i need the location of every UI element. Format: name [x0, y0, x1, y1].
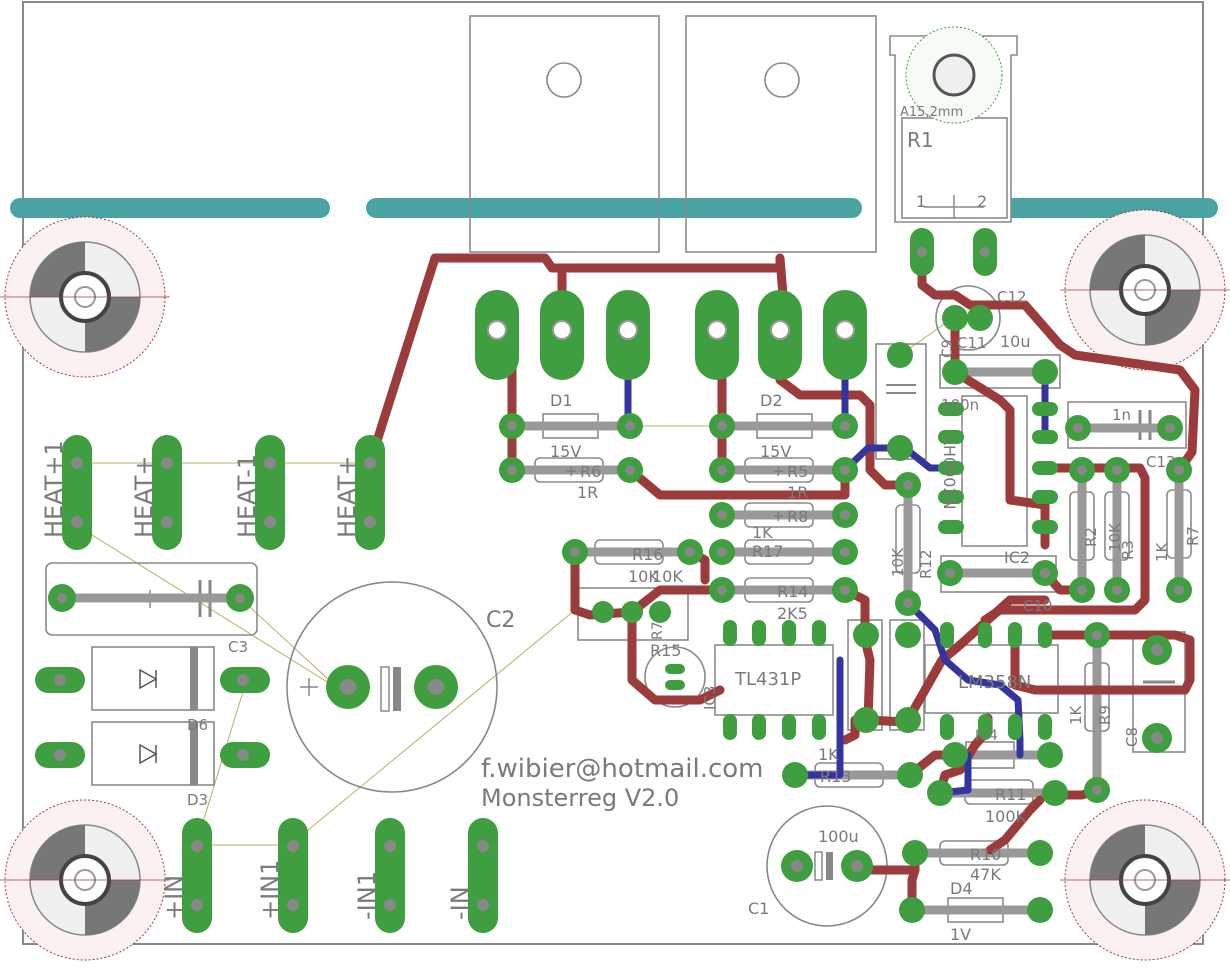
component-pads	[35, 228, 1192, 933]
r10-label: R10	[970, 845, 1001, 864]
r8-plus: +	[772, 507, 785, 525]
d4-value: 1V	[950, 925, 971, 944]
mounting-hole-bottom-left	[0, 799, 170, 961]
r1-pin1-label: 1	[916, 192, 926, 211]
c11-label: C11	[957, 334, 987, 352]
d1-label: D1	[550, 391, 573, 410]
r17-value: 10K	[652, 567, 683, 586]
mounting-hole-top-left	[0, 216, 170, 378]
heat-plus-label-1: HEAT+	[130, 455, 158, 538]
r7b-label: R7	[650, 621, 666, 640]
board-outline	[22, 1, 1204, 945]
mounting-hole-top-right	[1060, 209, 1230, 371]
r16-label: R16	[632, 545, 663, 564]
ic2-label: IC2	[1004, 548, 1030, 567]
c9-value: 100n	[941, 396, 979, 414]
ic3-part-label: TL431P	[734, 669, 801, 690]
component-leads	[57, 367, 1184, 915]
r5-plus: +	[772, 462, 785, 480]
mounting-hole-bottom-right	[1060, 799, 1230, 961]
r13-label: R13	[820, 767, 851, 786]
c8-label: C8	[1123, 727, 1141, 747]
c11-value: 10u	[1000, 332, 1031, 351]
r9-value: 1K	[1067, 704, 1085, 725]
power-transistor-left	[469, 15, 660, 253]
r12-label: R12	[917, 549, 935, 579]
d6-label: D6	[187, 716, 208, 734]
heat-plus-label-2: HEAT+	[333, 455, 361, 538]
in-minus-label: -IN	[446, 886, 474, 920]
in-plus1-label: +IN1	[256, 860, 284, 920]
r1-potentiometer	[889, 26, 1018, 223]
c1-value: 100u	[818, 827, 859, 846]
c10-label: C10	[1023, 597, 1053, 615]
r15-label: R15	[650, 641, 681, 660]
c3-label: C3	[228, 638, 248, 656]
d1-value: 15V	[550, 442, 581, 461]
r6-value: 1R	[577, 483, 598, 502]
ic3-ref-label: IC3	[701, 686, 719, 710]
r17-label: R17	[752, 542, 783, 561]
r16-value: 10K	[628, 567, 659, 586]
in-plus-label: +IN	[160, 875, 188, 920]
connector-labels: HEAT+1 HEAT+ HEAT-1 HEAT+ +IN +IN1 -IN1 …	[40, 440, 474, 920]
r13-value: 1K	[818, 745, 839, 764]
ic1-part-label: LH0002N	[940, 436, 959, 510]
heat-minus1-label: HEAT-1	[233, 454, 261, 538]
c9-label: C9	[940, 339, 956, 358]
r3-label: R3	[1119, 540, 1137, 560]
r1-pin2-label: 2	[977, 192, 987, 211]
r6-plus: +	[565, 462, 578, 480]
ic2-part-label: LM358N	[958, 672, 1031, 693]
r5-label: R5	[787, 462, 808, 481]
r2-value: 10K	[1106, 522, 1124, 552]
d4-label: D4	[950, 879, 973, 898]
c13-value: 1n	[1112, 406, 1131, 424]
c12-label: C12	[997, 288, 1027, 306]
r7-label: R7	[1184, 526, 1202, 546]
r8-label: R8	[787, 507, 808, 526]
r14-value: 2K5	[777, 604, 808, 623]
r1-label: R1	[907, 128, 934, 152]
r11-value: 100K	[985, 807, 1027, 826]
ic4-label: IC4	[975, 728, 998, 744]
r9-label: R9	[1096, 705, 1114, 725]
r5-value: 1R	[787, 483, 808, 502]
r10-value: 47K	[970, 865, 1001, 884]
power-transistor-right	[685, 15, 877, 253]
project-name: Monsterreg V2.0	[481, 784, 679, 812]
r14-label: R14	[777, 582, 808, 601]
d2-label: D2	[760, 391, 783, 410]
r1-pot-size-label: A15,2mm	[900, 105, 963, 120]
c13-label: C13	[1146, 453, 1176, 471]
r11-label: R11	[995, 785, 1026, 804]
r7-value: 1K	[1153, 541, 1171, 562]
d3-label: D3	[187, 791, 208, 809]
silkscreen-labels: C12 C11 10u C9 100n 1n C13 D1 15V D2 15V…	[187, 288, 1202, 944]
r12-value: 10K	[889, 547, 907, 577]
r2-label: R2	[1082, 527, 1100, 547]
r8-value: 1K	[752, 523, 773, 542]
in-minus1-label: -IN1	[353, 871, 381, 920]
author-email: f.wibier@hotmail.com	[481, 754, 764, 784]
c1-label: C1	[748, 899, 769, 918]
d2-value: 15V	[760, 442, 791, 461]
r6-label: R6	[580, 462, 601, 481]
c2-label: C2	[486, 608, 515, 633]
heat-plus1-label: HEAT+1	[40, 440, 68, 538]
